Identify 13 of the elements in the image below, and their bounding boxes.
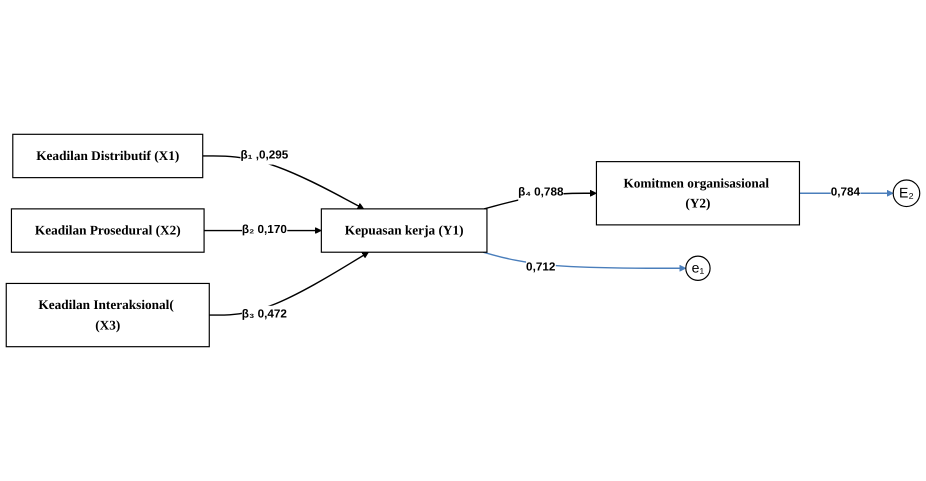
edge-label: 0,784	[830, 185, 860, 199]
node-circle: e₁	[685, 256, 711, 281]
node-box: Kepuasan kerja (Y1)	[320, 208, 488, 253]
edge-label: 0,712	[526, 260, 556, 274]
edge-label: β₁ ,0,295	[240, 148, 288, 162]
node-circle: E₂	[892, 179, 920, 208]
node-box: Komitmen organisasional (Y2)	[596, 161, 800, 226]
edge-label: β₄ 0,788	[518, 185, 564, 199]
edge-label: β₂ 0,170	[242, 222, 287, 236]
edge-label: β₃ 0,472	[242, 307, 287, 321]
node-box: Keadilan Interaksional( (X3)	[6, 282, 210, 348]
node-box: Keadilan Prosedural (X2)	[10, 208, 205, 253]
node-box: Keadilan Distributif (X1)	[12, 134, 204, 178]
